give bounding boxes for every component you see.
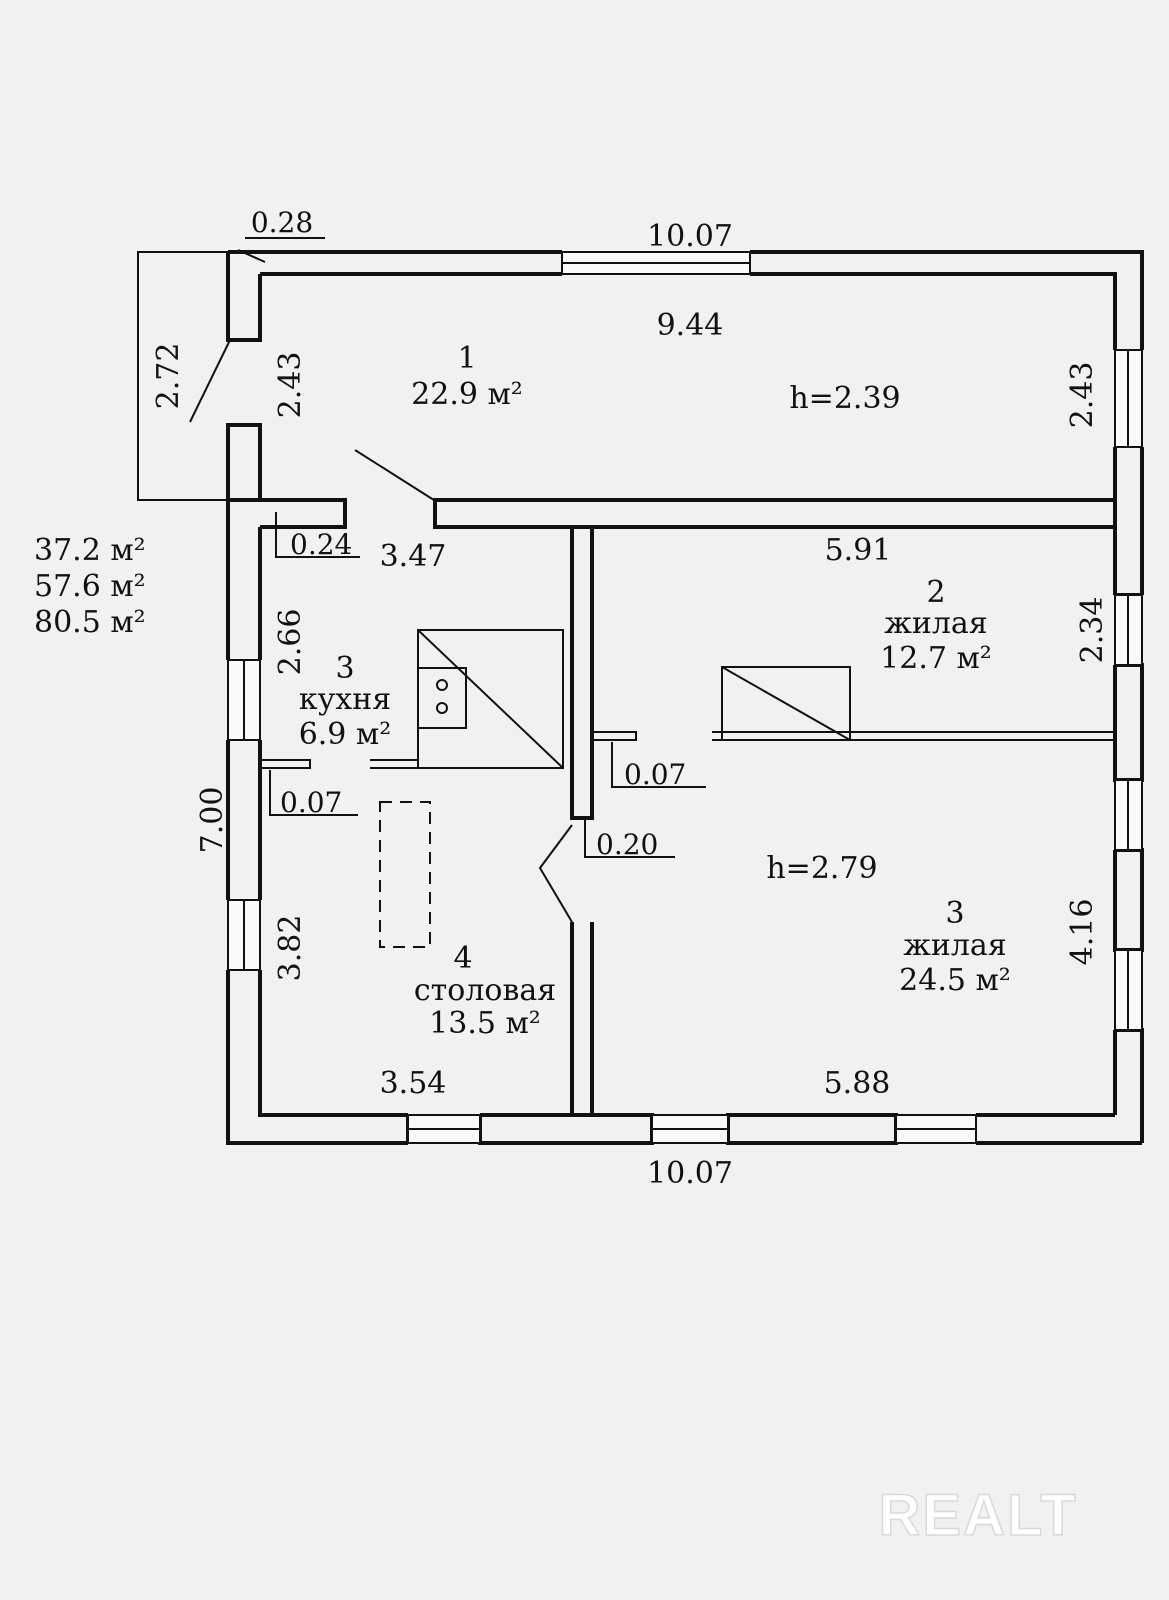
room-name: кухня bbox=[299, 682, 391, 717]
house-left-wall bbox=[226, 500, 408, 1145]
room2-cabinet-diagonal bbox=[721, 666, 851, 741]
room-name: столовая bbox=[414, 973, 556, 1008]
dim-wall-0-24: 0.24 bbox=[290, 528, 352, 561]
total-line: 37.2 м² bbox=[34, 533, 146, 568]
leader-0-28 bbox=[237, 249, 266, 263]
room-area: 22.9 м² bbox=[411, 377, 523, 412]
room-number: 1 bbox=[457, 341, 476, 376]
ceiling-height-porch: h=2.39 bbox=[789, 381, 900, 416]
door-swing-house bbox=[354, 449, 438, 503]
area-totals: 37.2 м² 57.6 м² 80.5 м² bbox=[34, 533, 146, 640]
room-area: 13.5 м² bbox=[429, 1006, 541, 1041]
partition-kitchen bbox=[260, 759, 419, 769]
house-bottom-wall bbox=[406, 1113, 1142, 1145]
porch-house-wall bbox=[433, 498, 1117, 529]
burner-icon bbox=[436, 702, 448, 714]
room-number: 2 bbox=[926, 575, 945, 610]
room-area: 6.9 м² bbox=[299, 717, 392, 752]
dim-kitchen-width: 3.47 bbox=[380, 539, 447, 574]
room-name: жилая bbox=[884, 606, 987, 641]
room-number: 3 bbox=[335, 651, 354, 686]
dim-partition-room2: 0.07 bbox=[624, 758, 686, 791]
partition-room2 bbox=[592, 731, 1116, 741]
dim-porch-left-outer: 2.72 bbox=[151, 343, 186, 410]
porch-left-wall bbox=[226, 252, 262, 502]
total-line: 80.5 м² bbox=[34, 605, 146, 640]
leader-0-24 bbox=[275, 512, 360, 558]
dim-partition-kitchen: 0.07 bbox=[280, 786, 342, 819]
dim-house-depth: 7.00 bbox=[195, 787, 230, 854]
room-label-2: 2 жилая 12.7 м² bbox=[880, 575, 992, 676]
dim-bottom-outer: 10.07 bbox=[647, 1156, 733, 1191]
dim-room2-depth: 2.34 bbox=[1075, 597, 1110, 664]
room-label-4: 4 столовая 13.5 м² bbox=[414, 941, 556, 1041]
room-area: 24.5 м² bbox=[899, 963, 1011, 998]
dim-room3-width: 5.88 bbox=[824, 1066, 891, 1101]
total-line: 57.6 м² bbox=[34, 569, 146, 604]
dim-inner-wall: 0.20 bbox=[596, 828, 658, 861]
dim-porch-left-inner: 2.43 bbox=[273, 352, 308, 419]
veranda-outline bbox=[137, 251, 228, 501]
room-label-3: 3 жилая 24.5 м² bbox=[899, 896, 1011, 998]
room-label-1: 1 22.9 м² bbox=[411, 341, 523, 412]
room-area: 12.7 м² bbox=[880, 641, 992, 676]
leader-0-20 bbox=[584, 820, 675, 858]
door-swing-porch bbox=[189, 339, 231, 423]
dim-dining-width: 3.54 bbox=[380, 1066, 447, 1101]
dim-dining-depth: 3.82 bbox=[273, 915, 308, 982]
room-number: 4 bbox=[453, 941, 472, 976]
room-name: жилая bbox=[903, 928, 1006, 963]
leader-0-07-right bbox=[611, 742, 706, 788]
interior-wall bbox=[570, 527, 594, 1117]
room-label-kitchen: 3 кухня 6.9 м² bbox=[299, 651, 392, 752]
dim-top-inner: 9.44 bbox=[657, 308, 724, 343]
top-wall bbox=[228, 250, 1144, 502]
dim-top-outer: 10.07 bbox=[647, 219, 733, 254]
door-swing-inner bbox=[538, 824, 573, 923]
stub-wall bbox=[228, 498, 347, 529]
dim-room3-depth: 4.16 bbox=[1065, 899, 1100, 966]
stove bbox=[417, 667, 467, 729]
watermark-logo: REALT bbox=[878, 1483, 1077, 1548]
ceiling-height-main: h=2.79 bbox=[766, 851, 877, 886]
dim-porch-right: 2.43 bbox=[1065, 362, 1100, 429]
dim-room2-width: 5.91 bbox=[825, 533, 892, 568]
burner-icon bbox=[436, 679, 448, 691]
room-number: 3 bbox=[945, 896, 964, 931]
dining-table bbox=[379, 801, 431, 948]
kitchen-cabinet-diagonal bbox=[417, 629, 564, 769]
room2-cabinet bbox=[721, 666, 851, 741]
dim-kitchen-depth: 2.66 bbox=[273, 609, 308, 676]
leader-0-07-left bbox=[269, 770, 358, 816]
dim-porch-wall: 0.28 bbox=[251, 206, 313, 239]
